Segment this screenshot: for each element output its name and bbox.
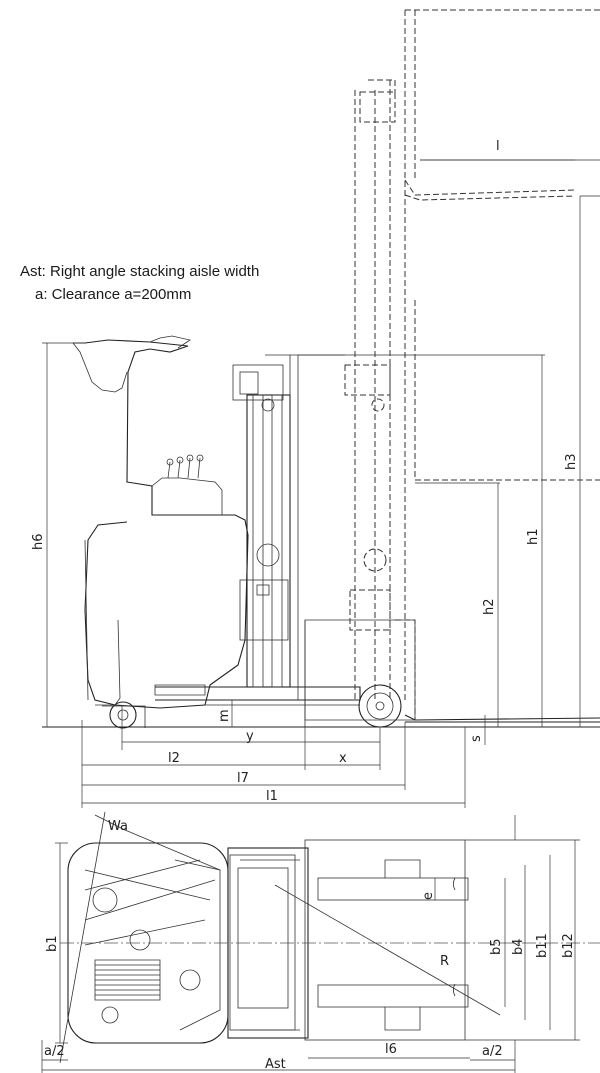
label-h2: h2 [482, 598, 497, 615]
machinery-detail [84, 859, 300, 1031]
label-l7: l7 [237, 771, 249, 786]
label-b4: b4 [511, 938, 526, 955]
front-wheel [358, 684, 402, 728]
label-b5: b5 [489, 938, 504, 955]
label-r: R [440, 954, 449, 969]
label-l: l [496, 139, 500, 154]
label-l1: l1 [266, 789, 278, 804]
label-b1: b1 [45, 935, 60, 952]
label-h3: h3 [564, 453, 579, 470]
label-m: m [217, 709, 232, 722]
label-h1: h1 [526, 528, 541, 545]
ast-note: Ast: Right angle stacking aisle width [20, 263, 260, 280]
label-y: y [246, 729, 254, 744]
label-e: e [421, 892, 436, 900]
clearance-note: a: Clearance a=200mm [35, 286, 192, 303]
top-view: Wa e b1 b5 b4 b11 b12 R a/2 a/2 l6 Ast [41, 811, 600, 1073]
label-h6: h6 [31, 533, 46, 550]
label-x: x [339, 751, 347, 766]
label-l2: l2 [168, 751, 180, 766]
truck-body [72, 335, 361, 729]
label-s: s [469, 735, 484, 742]
label-ast: Ast [265, 1057, 286, 1072]
label-a2-right: a/2 [482, 1044, 503, 1059]
label-b12: b12 [561, 933, 576, 958]
label-l6: l6 [385, 1042, 397, 1057]
side-view: l h3 h1 h2 h6 m y x s l2 l7 l1 [31, 9, 600, 808]
label-wa: Wa [108, 819, 128, 834]
mast-retracted [232, 354, 291, 688]
rear-wheel [109, 701, 137, 729]
label-a2-left: a/2 [44, 1044, 65, 1059]
mast-extended [344, 9, 600, 720]
label-b11: b11 [535, 933, 550, 958]
